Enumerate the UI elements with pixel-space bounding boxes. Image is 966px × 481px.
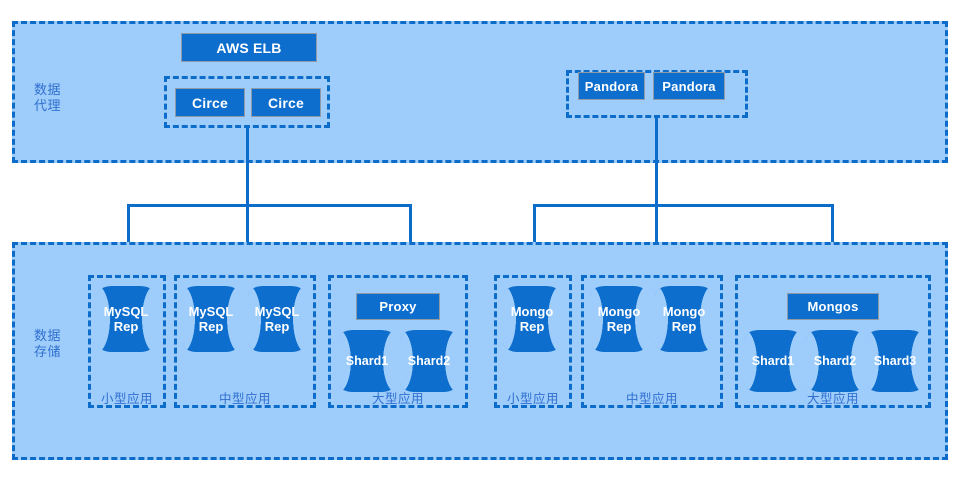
circe-drop-right: [409, 204, 412, 250]
mysql-shard-db-1[interactable]: Shard1: [338, 330, 396, 392]
circe-group: [164, 76, 330, 128]
proxy-zone: [12, 21, 948, 163]
mysql-rep-db-small-1[interactable]: MySQL Rep: [97, 286, 155, 352]
storage-zone-label: 数据 存储: [34, 328, 62, 359]
mongo-shard-db-1[interactable]: Shard1: [744, 330, 802, 392]
mongo-rep-db-small-1[interactable]: Mongo Rep: [503, 286, 561, 352]
pandora-node-2[interactable]: Pandora: [653, 72, 725, 100]
circe-node-1[interactable]: Circe: [175, 88, 245, 117]
mysql-large-group: [328, 275, 468, 408]
aws-elb-node[interactable]: AWS ELB: [181, 33, 317, 62]
circe-branch-line: [127, 204, 412, 207]
pandora-drop-left: [533, 204, 536, 250]
pandora-node-1[interactable]: Pandora: [578, 72, 645, 100]
proxy-node[interactable]: Proxy: [356, 293, 440, 320]
circe-drop-left: [127, 204, 130, 250]
database-cylinder-icon: [338, 330, 396, 392]
mongo-medium-group: [581, 275, 723, 408]
database-cylinder-icon: [97, 286, 155, 352]
pandora-trunk-line: [655, 118, 658, 204]
mongo-shard-db-2[interactable]: Shard2: [806, 330, 864, 392]
circe-node-2[interactable]: Circe: [251, 88, 321, 117]
database-cylinder-icon: [806, 330, 864, 392]
mysql-shard-db-2[interactable]: Shard2: [400, 330, 458, 392]
circe-drop-middle: [246, 204, 249, 250]
mongo-shard-db-3[interactable]: Shard3: [866, 330, 924, 392]
mysql-rep-db-medium-2[interactable]: MySQL Rep: [248, 286, 306, 352]
circe-trunk-line: [246, 128, 249, 204]
mongo-medium-group-caption: 中型应用: [625, 392, 678, 406]
pandora-branch-line: [533, 204, 834, 207]
database-cylinder-icon: [182, 286, 240, 352]
mongo-rep-db-medium-1[interactable]: Mongo Rep: [590, 286, 648, 352]
pandora-drop-middle: [655, 204, 658, 250]
mysql-rep-db-medium-1[interactable]: MySQL Rep: [182, 286, 240, 352]
mysql-medium-group: [174, 275, 316, 408]
mysql-small-group: [88, 275, 166, 408]
mysql-small-group-caption: 小型应用: [100, 392, 153, 406]
database-cylinder-icon: [503, 286, 561, 352]
pandora-drop-right: [831, 204, 834, 250]
database-cylinder-icon: [866, 330, 924, 392]
proxy-zone-label: 数据 代理: [34, 82, 62, 113]
mysql-large-group-caption: 大型应用: [371, 392, 424, 406]
database-cylinder-icon: [400, 330, 458, 392]
mongo-small-group: [494, 275, 572, 408]
mysql-medium-group-caption: 中型应用: [218, 392, 271, 406]
pandora-group: [566, 70, 748, 118]
mongo-large-group: [735, 275, 931, 408]
mongo-large-group-caption: 大型应用: [806, 392, 859, 406]
database-cylinder-icon: [655, 286, 713, 352]
database-cylinder-icon: [590, 286, 648, 352]
database-cylinder-icon: [744, 330, 802, 392]
database-cylinder-icon: [248, 286, 306, 352]
mongo-rep-db-medium-2[interactable]: Mongo Rep: [655, 286, 713, 352]
mongos-node[interactable]: Mongos: [787, 293, 879, 320]
mongo-small-group-caption: 小型应用: [506, 392, 559, 406]
